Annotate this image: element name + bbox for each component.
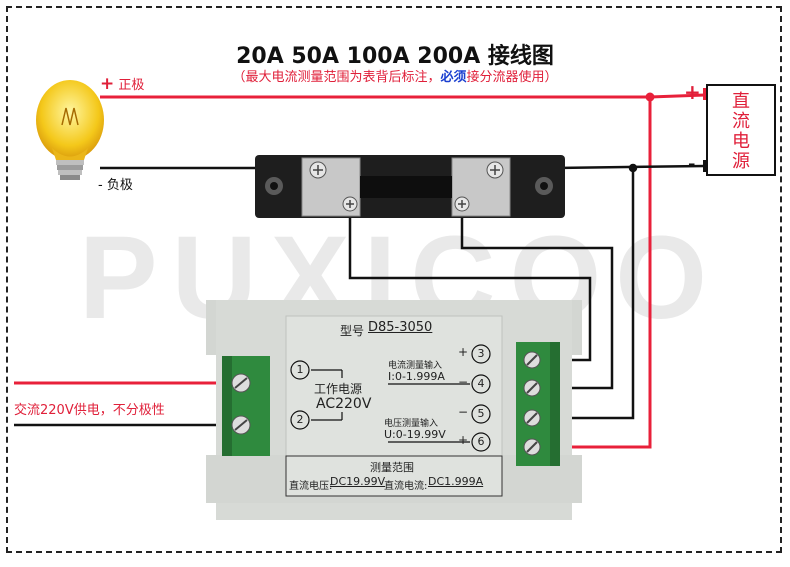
light-bulb-icon: [36, 80, 104, 180]
terminal-number-circles: [290, 344, 491, 452]
right-terminal-block: [516, 342, 560, 466]
dci-label: 直流电流:: [384, 481, 428, 492]
dcv-value: DC19.99V: [330, 475, 386, 488]
range-title: 测量范围: [370, 461, 414, 474]
dc-power-source: 直流电源: [706, 84, 776, 176]
sign-3: +: [458, 345, 469, 359]
model-number: D85-3050: [368, 320, 433, 335]
left-terminal-block: [222, 356, 270, 456]
shunt-resistor: [255, 155, 565, 218]
dci-value: DC1.999A: [428, 475, 484, 488]
voltage-range: U:0-19.99V: [384, 428, 446, 441]
current-input-label: 电流测量输入: [388, 361, 443, 371]
sign-6: +: [458, 433, 469, 447]
dc-plus-sign: +: [684, 80, 701, 104]
red-wires: [14, 92, 706, 449]
dc-minus-sign: -: [688, 154, 696, 175]
terminal-3: 3: [477, 347, 485, 360]
diagram-title: 20A 50A 100A 200A 接线图: [236, 44, 554, 69]
current-range: I:0-1.999A: [388, 370, 445, 383]
bulb-positive-label: + 正极: [100, 74, 145, 94]
terminal-1: 1: [296, 363, 304, 376]
sign-5: −: [458, 405, 469, 419]
ac-power-label: 交流220V供电，不分极性: [14, 403, 165, 418]
model-label: 型号: [340, 324, 365, 338]
power-value: AC220V: [316, 396, 372, 412]
power-label: 工作电源: [314, 382, 363, 396]
sign-4: −: [458, 375, 469, 389]
terminal-6: 6: [477, 435, 485, 448]
black-wires: [14, 163, 706, 427]
meter-body: [206, 300, 582, 520]
bulb-negative-label: - 负极: [98, 178, 133, 193]
dashed-frame: [6, 6, 782, 553]
diagram-subtitle: （最大电流测量范围为表背后标注，必须接分流器使用）: [232, 70, 558, 85]
voltage-input-label: 电压测量输入: [384, 419, 439, 429]
terminal-2: 2: [296, 413, 304, 426]
terminal-4: 4: [477, 377, 485, 390]
dcv-label: 直流电压:: [289, 481, 333, 492]
terminal-5: 5: [477, 407, 485, 420]
